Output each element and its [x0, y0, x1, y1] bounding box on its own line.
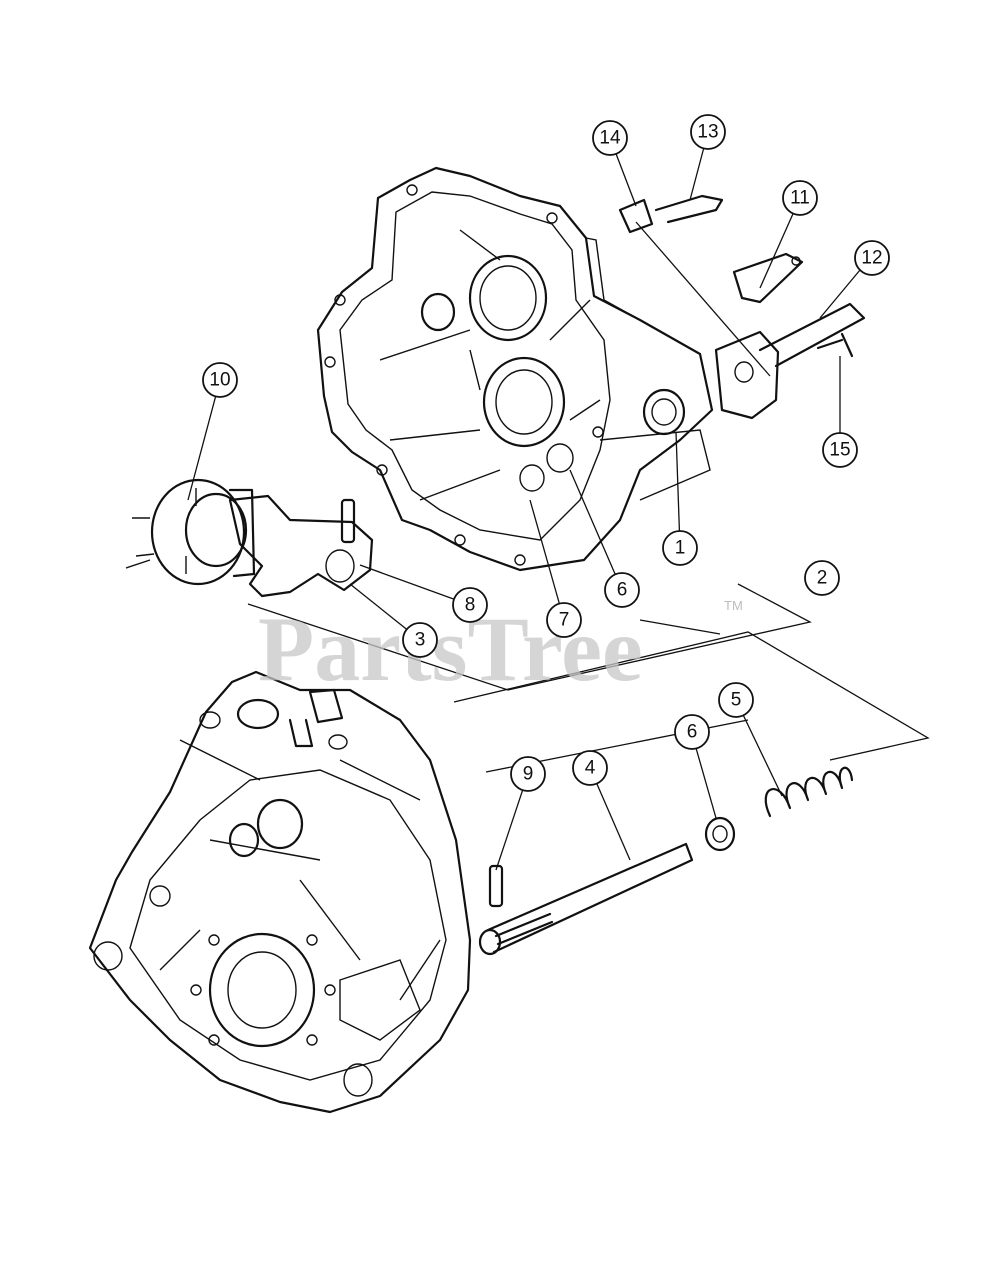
callout-6-upper[interactable]: 6: [604, 572, 640, 608]
callout-1[interactable]: 1: [662, 530, 698, 566]
callout-7[interactable]: 7: [546, 602, 582, 638]
lower-housing: [88, 670, 472, 1114]
watermark-text: PartsTree: [258, 598, 643, 700]
callout-14[interactable]: 14: [592, 120, 628, 156]
callout-8[interactable]: 8: [452, 587, 488, 623]
callout-5-label: 5: [731, 690, 742, 711]
callout-10-label: 10: [209, 370, 230, 391]
callout-8-label: 8: [465, 595, 476, 616]
callout-10[interactable]: 10: [202, 362, 238, 398]
shift-lever-assembly: [618, 194, 866, 436]
callout-2-label: 2: [817, 568, 828, 589]
callout-6-upper-label: 6: [617, 580, 628, 601]
watermark-trademark: TM: [724, 598, 743, 613]
callout-13[interactable]: 13: [690, 114, 726, 150]
callouts: 1 2 3 4 5 6 6 7: [202, 114, 890, 792]
clutch-hub: [125, 478, 256, 586]
callout-12-label: 12: [861, 248, 882, 269]
callout-4[interactable]: 4: [572, 750, 608, 786]
callout-6-lower-label: 6: [687, 722, 698, 743]
callout-11-label: 11: [790, 188, 810, 209]
shift-fork: [228, 494, 374, 598]
callout-3-label: 3: [415, 630, 426, 651]
callout-1-label: 1: [675, 538, 686, 559]
callout-12[interactable]: 12: [854, 240, 890, 276]
callout-4-label: 4: [585, 758, 596, 779]
callout-15-label: 15: [829, 440, 850, 461]
upper-housing: [316, 166, 714, 572]
callout-2[interactable]: 2: [804, 560, 840, 596]
callout-14-label: 14: [599, 128, 621, 149]
callout-6-lower[interactable]: 6: [674, 714, 710, 750]
callout-9[interactable]: 9: [510, 756, 546, 792]
watermark: PartsTree TM: [258, 598, 743, 700]
callout-3[interactable]: 3: [402, 622, 438, 658]
callout-15[interactable]: 15: [822, 432, 858, 468]
callout-5[interactable]: 5: [718, 682, 754, 718]
callout-7-label: 7: [559, 610, 570, 631]
callout-13-label: 13: [697, 122, 718, 143]
callout-9-label: 9: [523, 764, 534, 785]
shift-rod-assembly: [478, 766, 854, 956]
callout-11[interactable]: 11: [782, 180, 818, 216]
